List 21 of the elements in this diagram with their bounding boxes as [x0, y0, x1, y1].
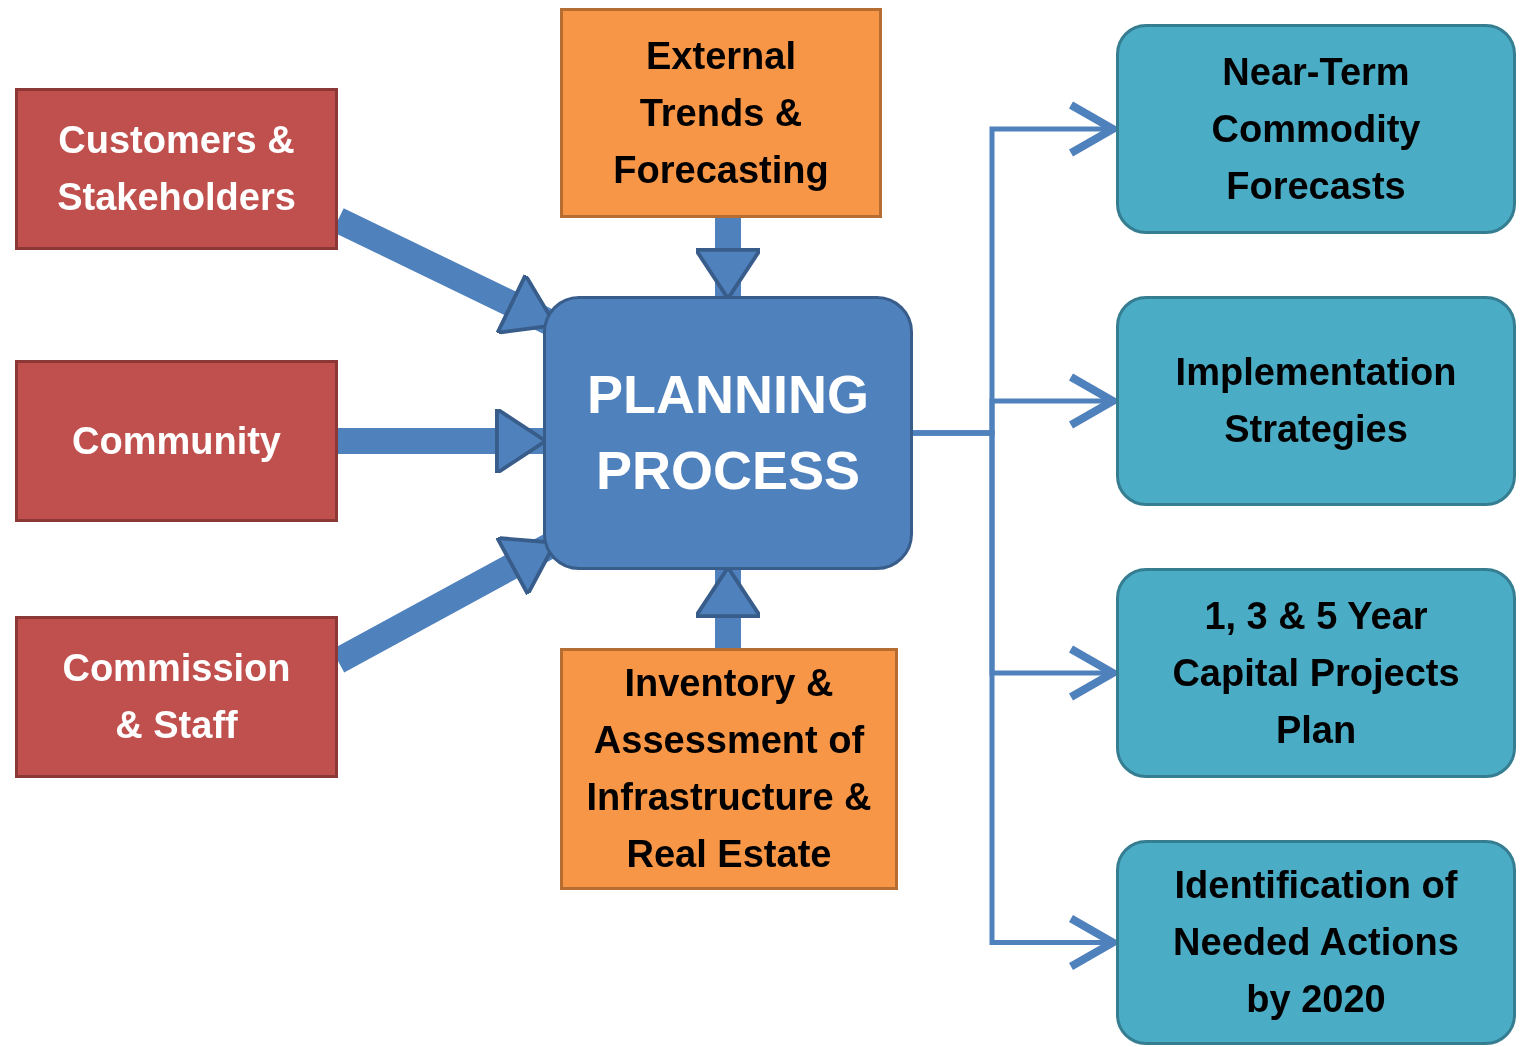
box: [560, 8, 882, 218]
process-box: [543, 296, 913, 570]
arrow: [913, 430, 1117, 971]
box-label: Community: [72, 418, 281, 464]
box: [15, 360, 338, 522]
box-label: Customers & Stakeholders: [56, 118, 297, 220]
box: [15, 88, 338, 250]
box-label: Commission & Staff: [61, 646, 292, 748]
box: [15, 616, 338, 778]
box: [1116, 568, 1516, 778]
box-label: 1, 3 & 5 Year Capital Projects Plan: [1171, 593, 1461, 753]
box: [560, 648, 898, 890]
box-label: Near-Term Commodity Forecasts: [1210, 49, 1422, 209]
box: [1116, 24, 1516, 234]
box-label: External Trends & Forecasting: [612, 33, 830, 193]
box-label: Identification of Needed Actions by 2020: [1172, 863, 1460, 1022]
box: [1116, 840, 1516, 1045]
box-label: Inventory & Assessment of Infrastructure & Real Estate: [585, 661, 873, 877]
box-label: PLANNING PROCESS: [586, 363, 870, 502]
box: [1116, 296, 1516, 506]
box-label: Implementation Strategies: [1174, 350, 1458, 452]
